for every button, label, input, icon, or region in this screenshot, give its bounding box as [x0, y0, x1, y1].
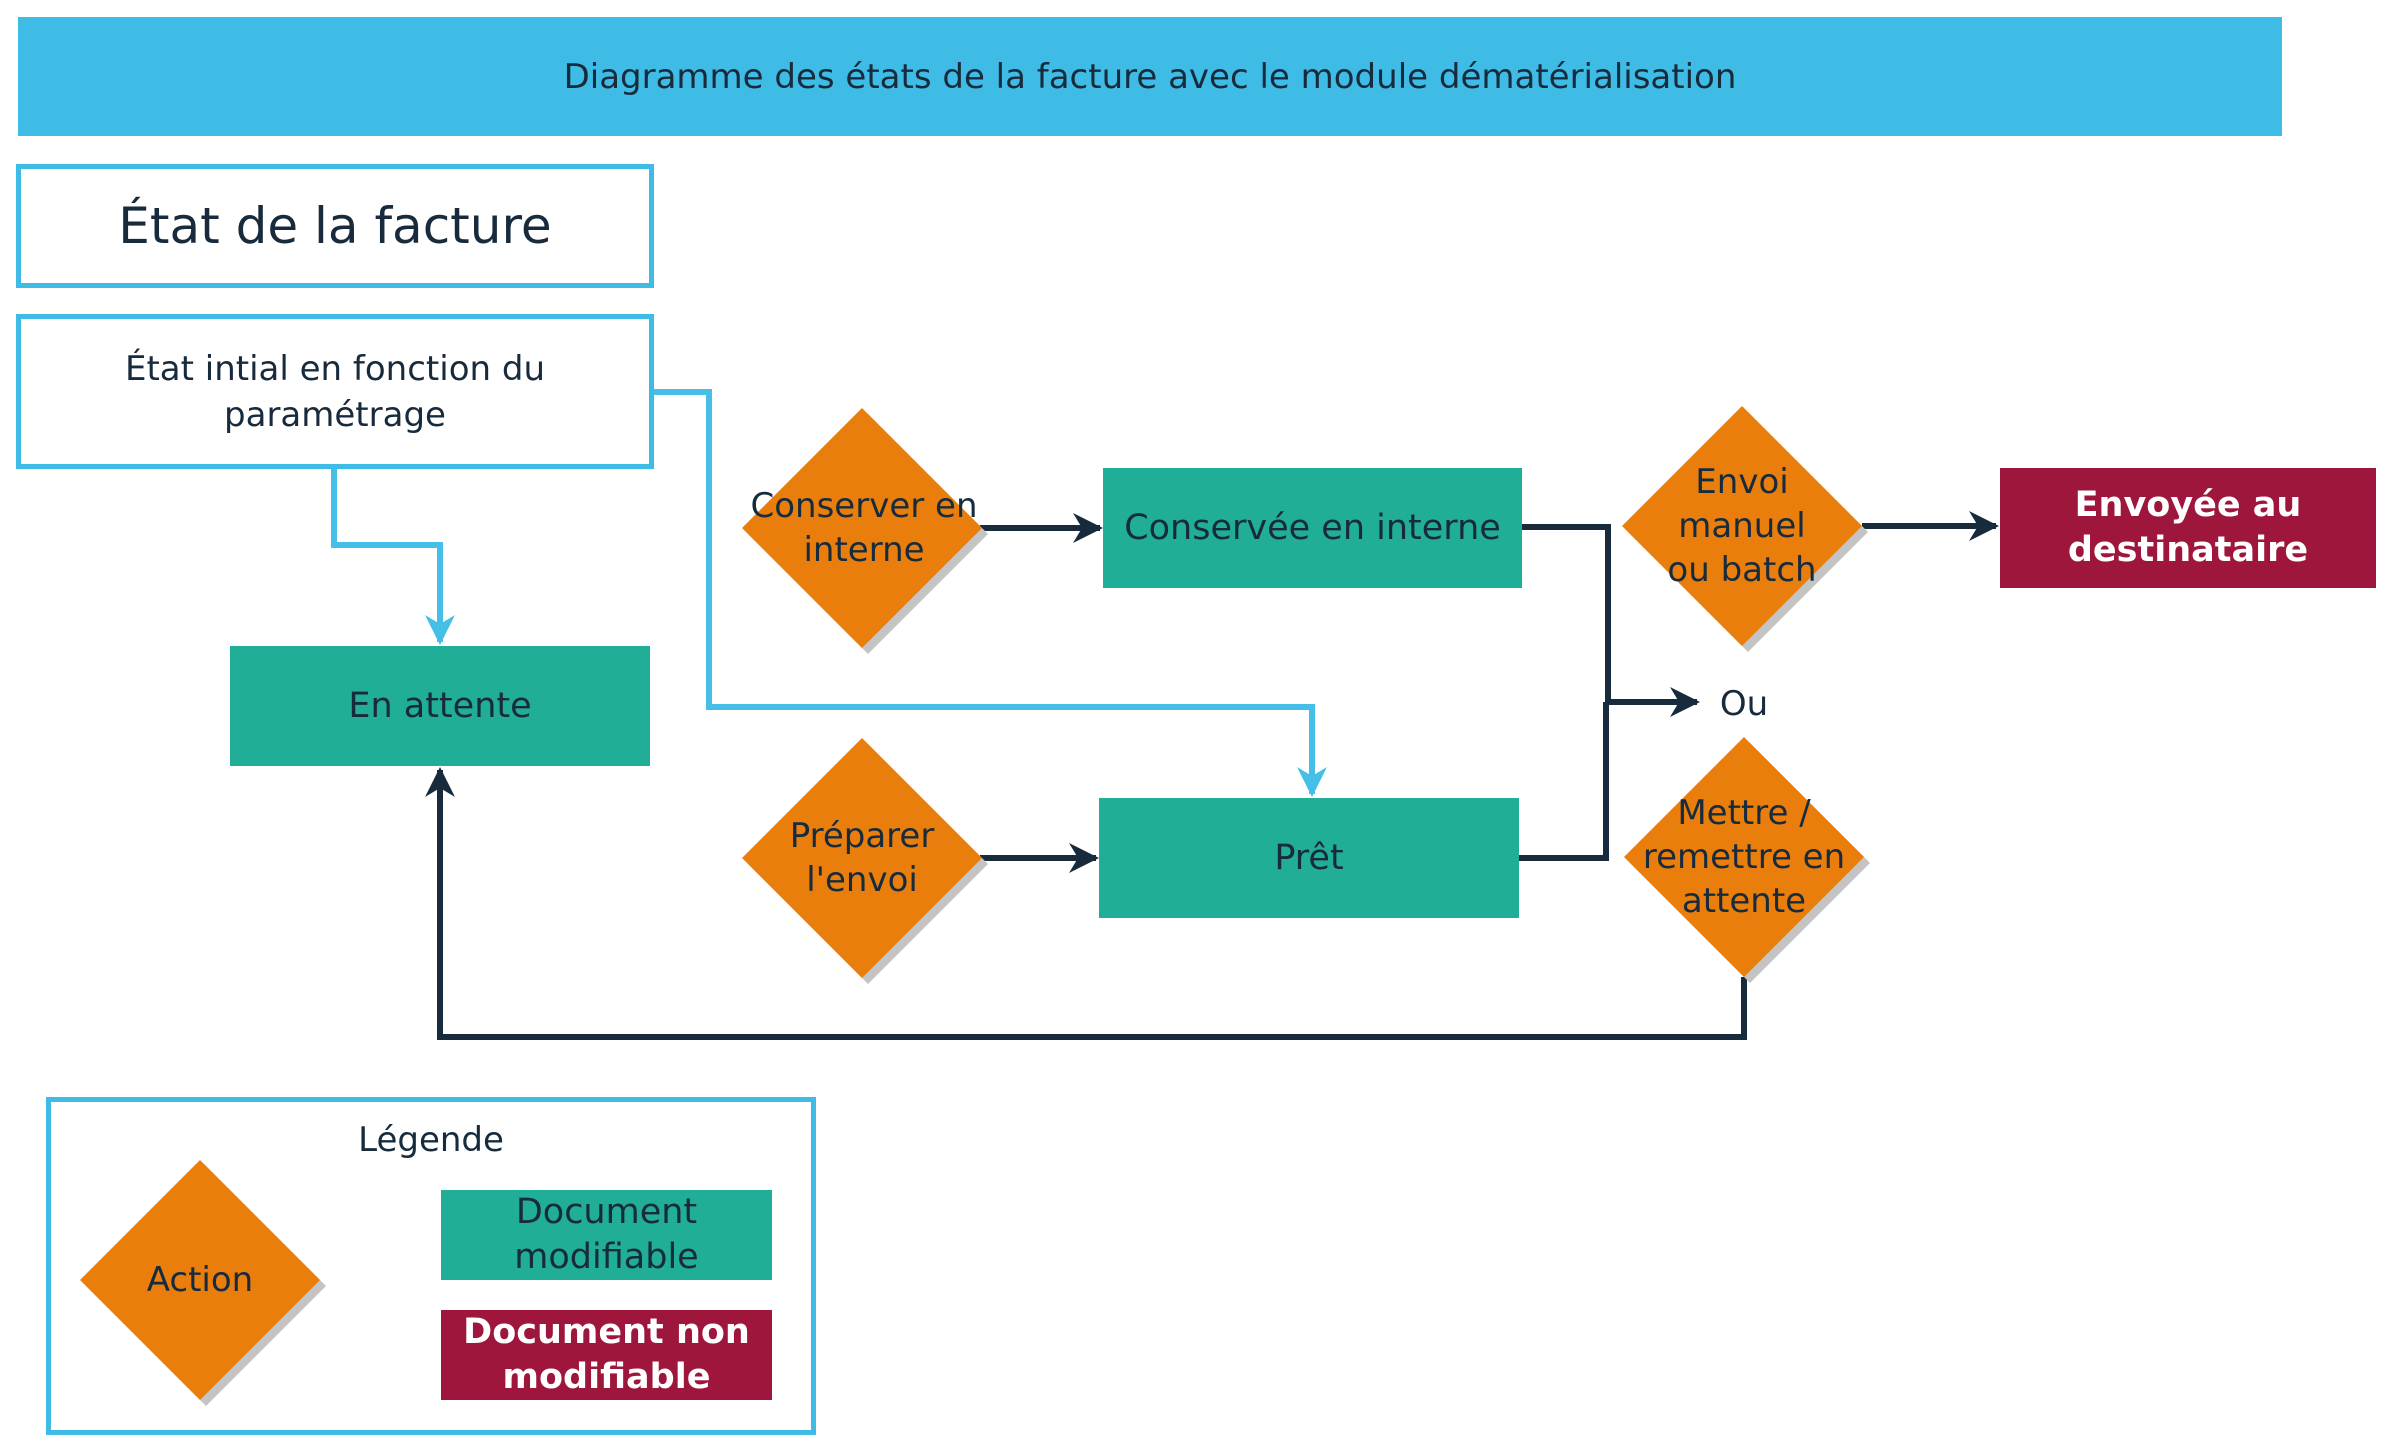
state-pret[interactable]: Prêt — [1099, 798, 1519, 918]
diamond-shape-icon — [742, 408, 988, 654]
connector-pret-to-junction — [1518, 702, 1609, 861]
legend-document-non-modifiable: Document non modifiable — [441, 1310, 772, 1400]
legend-title: Légende — [358, 1120, 504, 1160]
junction-or-label: Ou — [1719, 684, 1769, 724]
connector-mettre-to-en-attente — [425, 767, 1747, 1040]
state-conservee-en-interne[interactable]: Conservée en interne — [1103, 468, 1522, 588]
invoice-state-header: État de la facture — [16, 164, 654, 288]
action-label: Conserver en interne — [750, 486, 978, 570]
diagram-title: Diagramme des états de la facture avec l… — [18, 17, 2282, 136]
action-label: Préparer l'envoi — [789, 816, 935, 900]
action-mettre-remettre-en-attente[interactable]: Mettre / remettre en attente — [1624, 737, 1870, 983]
connector-conservee-to-junction — [1522, 524, 1611, 702]
initial-state-box: État intial en fonction du paramétrage — [16, 314, 654, 469]
legend-action-item: Action — [80, 1160, 326, 1406]
action-label: Mettre / remettre en attente — [1642, 793, 1846, 921]
state-envoyee-au-destinataire[interactable]: Envoyée au destinataire — [2000, 468, 2376, 588]
diamond-shape-icon — [1624, 737, 1870, 983]
connector-initial-to-en-attente — [331, 469, 455, 645]
action-envoi-manuel-ou-batch[interactable]: Envoi manuel ou batch — [1622, 406, 1868, 652]
legend-action-label: Action — [146, 1260, 254, 1300]
diamond-shape-icon — [80, 1160, 326, 1406]
action-preparer-envoi[interactable]: Préparer l'envoi — [742, 738, 988, 984]
diamond-shape-icon — [1622, 406, 1868, 652]
diamond-shape-icon — [742, 738, 988, 984]
action-conserver-en-interne[interactable]: Conserver en interne — [742, 408, 988, 654]
state-en-attente[interactable]: En attente — [230, 646, 650, 766]
connector-initial-to-pret — [654, 389, 1327, 797]
legend-document-modifiable: Document modifiable — [441, 1190, 772, 1280]
action-label: Envoi manuel ou batch — [1667, 462, 1817, 590]
